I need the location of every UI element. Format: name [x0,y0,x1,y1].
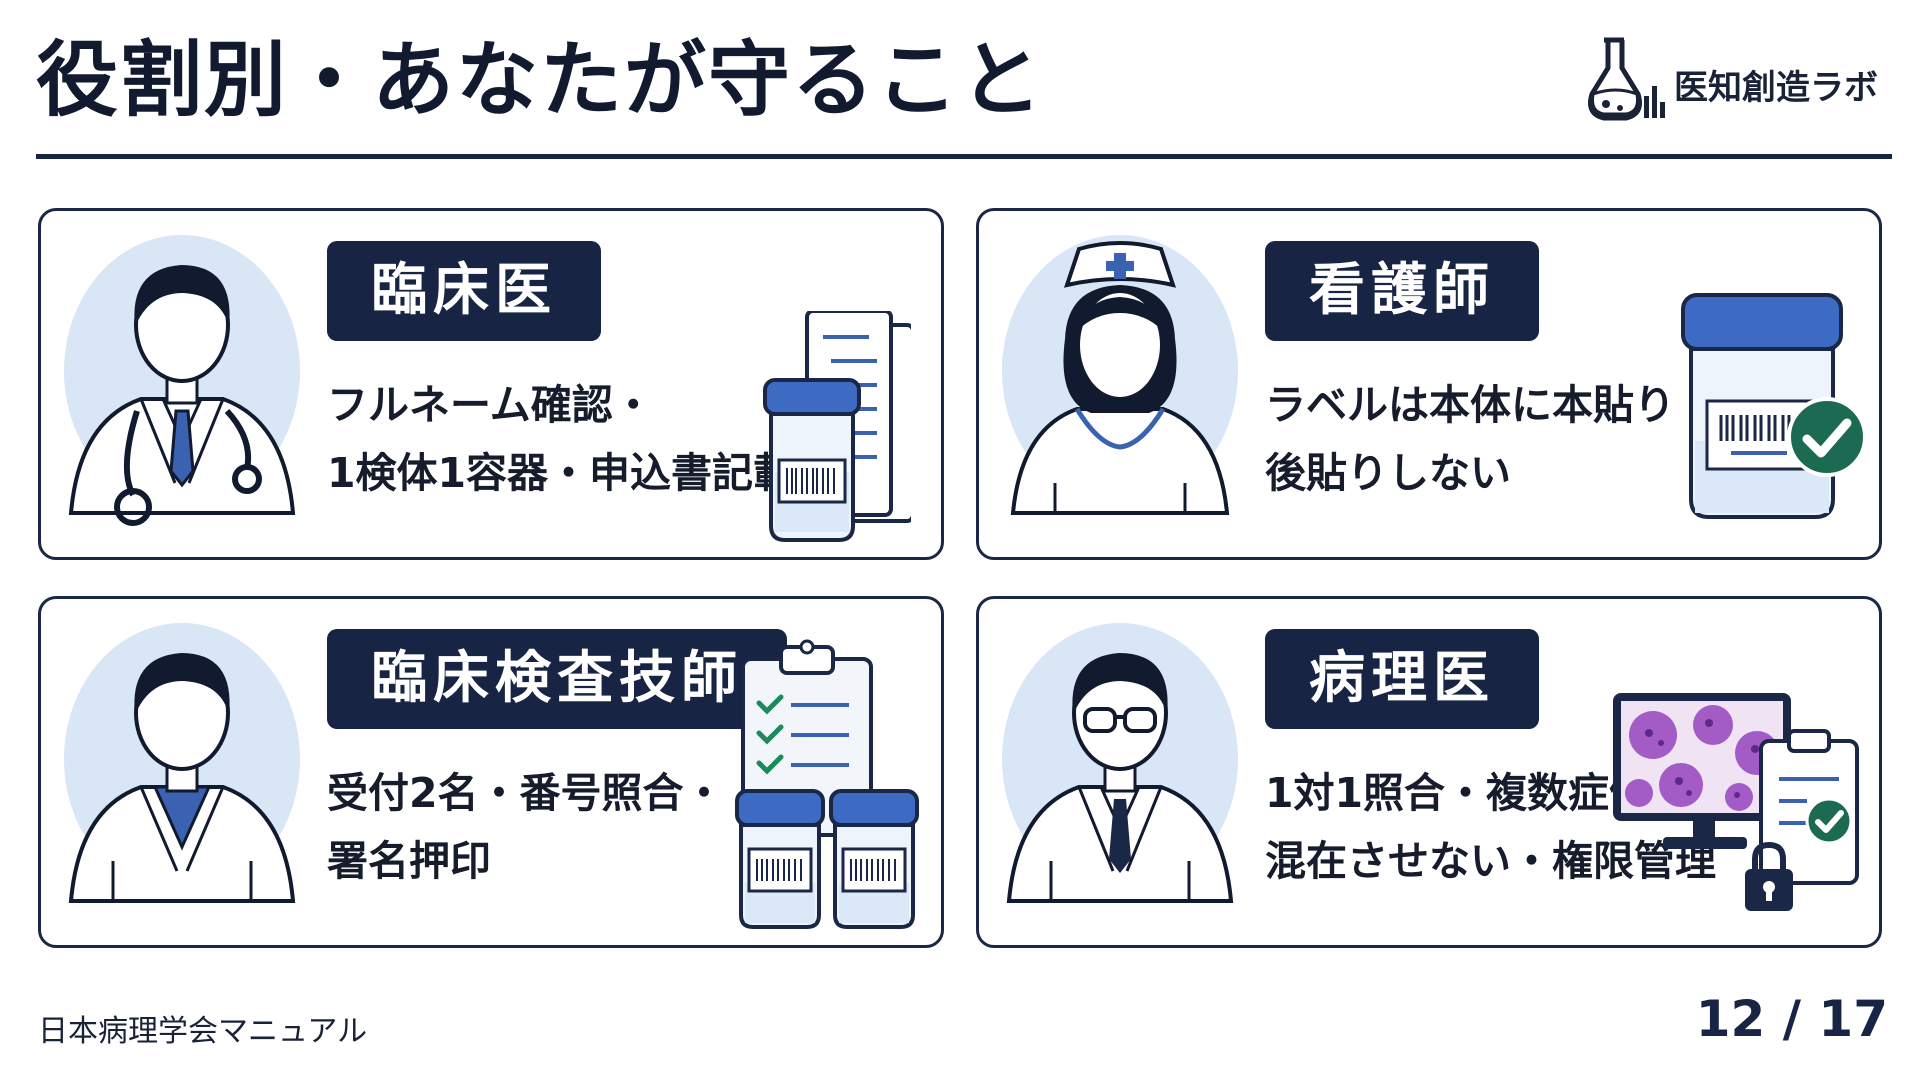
description-line: ラベルは本体に本貼り・ [1265,381,1716,429]
source-label: 日本病理学会マニュアル [38,1014,368,1049]
brand-logo: 医知創造ラボ [1582,34,1892,124]
title-divider [36,154,1892,159]
page-title: 役割別・あなたが守ること [36,33,1045,128]
description-line: 後貼りしない [1265,449,1511,497]
brand-name: 医知創造ラボ [1674,68,1878,108]
specimen-container-icon [735,789,825,929]
role-badge: 看護師 [1265,241,1539,341]
description-line: 混在させない・権限管理 [1265,837,1716,885]
specimen-container-icon [763,378,861,542]
role-description: ラベルは本体に本貼り・ 後貼りしない [1265,371,1716,507]
technician-avatar-icon [64,623,300,903]
role-badge: 臨床検査技師 [327,629,787,729]
description-line: 署名押印 [327,837,491,885]
role-badge: 臨床医 [327,241,601,341]
description-line: 受付2名・番号照合・ [327,769,725,817]
role-card-nurse: 看護師 ラベルは本体に本貼り・ 後貼りしない [976,208,1882,560]
role-card-clinician: 臨床医 フルネーム確認・ 1検体1容器・申込書記載 [38,208,944,560]
role-card-technician: 臨床検査技師 受付2名・番号照合・ 署名押印 [38,596,944,948]
description-line: 1検体1容器・申込書記載 [327,449,795,497]
page-number: 12 / 17 [1695,990,1888,1048]
lock-icon [1745,841,1793,911]
role-badge: 病理医 [1265,629,1539,729]
microscope-monitor-icon [1613,693,1791,849]
role-description: 受付2名・番号照合・ 署名押印 [327,759,725,895]
flask-logo-icon [1588,37,1665,121]
role-card-pathologist: 病理医 1対1照合・複数症例を 混在させない・権限管理 [976,596,1882,948]
nurse-avatar-icon [1002,235,1238,515]
check-circle-icon [1787,397,1867,477]
pathologist-avatar-icon [1002,623,1238,903]
clipboard-checklist-icon [1759,729,1859,885]
specimen-container-icon [829,789,919,929]
role-description: フルネーム確認・ 1検体1容器・申込書記載 [327,371,794,507]
description-line: フルネーム確認・ [327,381,654,429]
doctor-avatar-icon [64,235,300,526]
